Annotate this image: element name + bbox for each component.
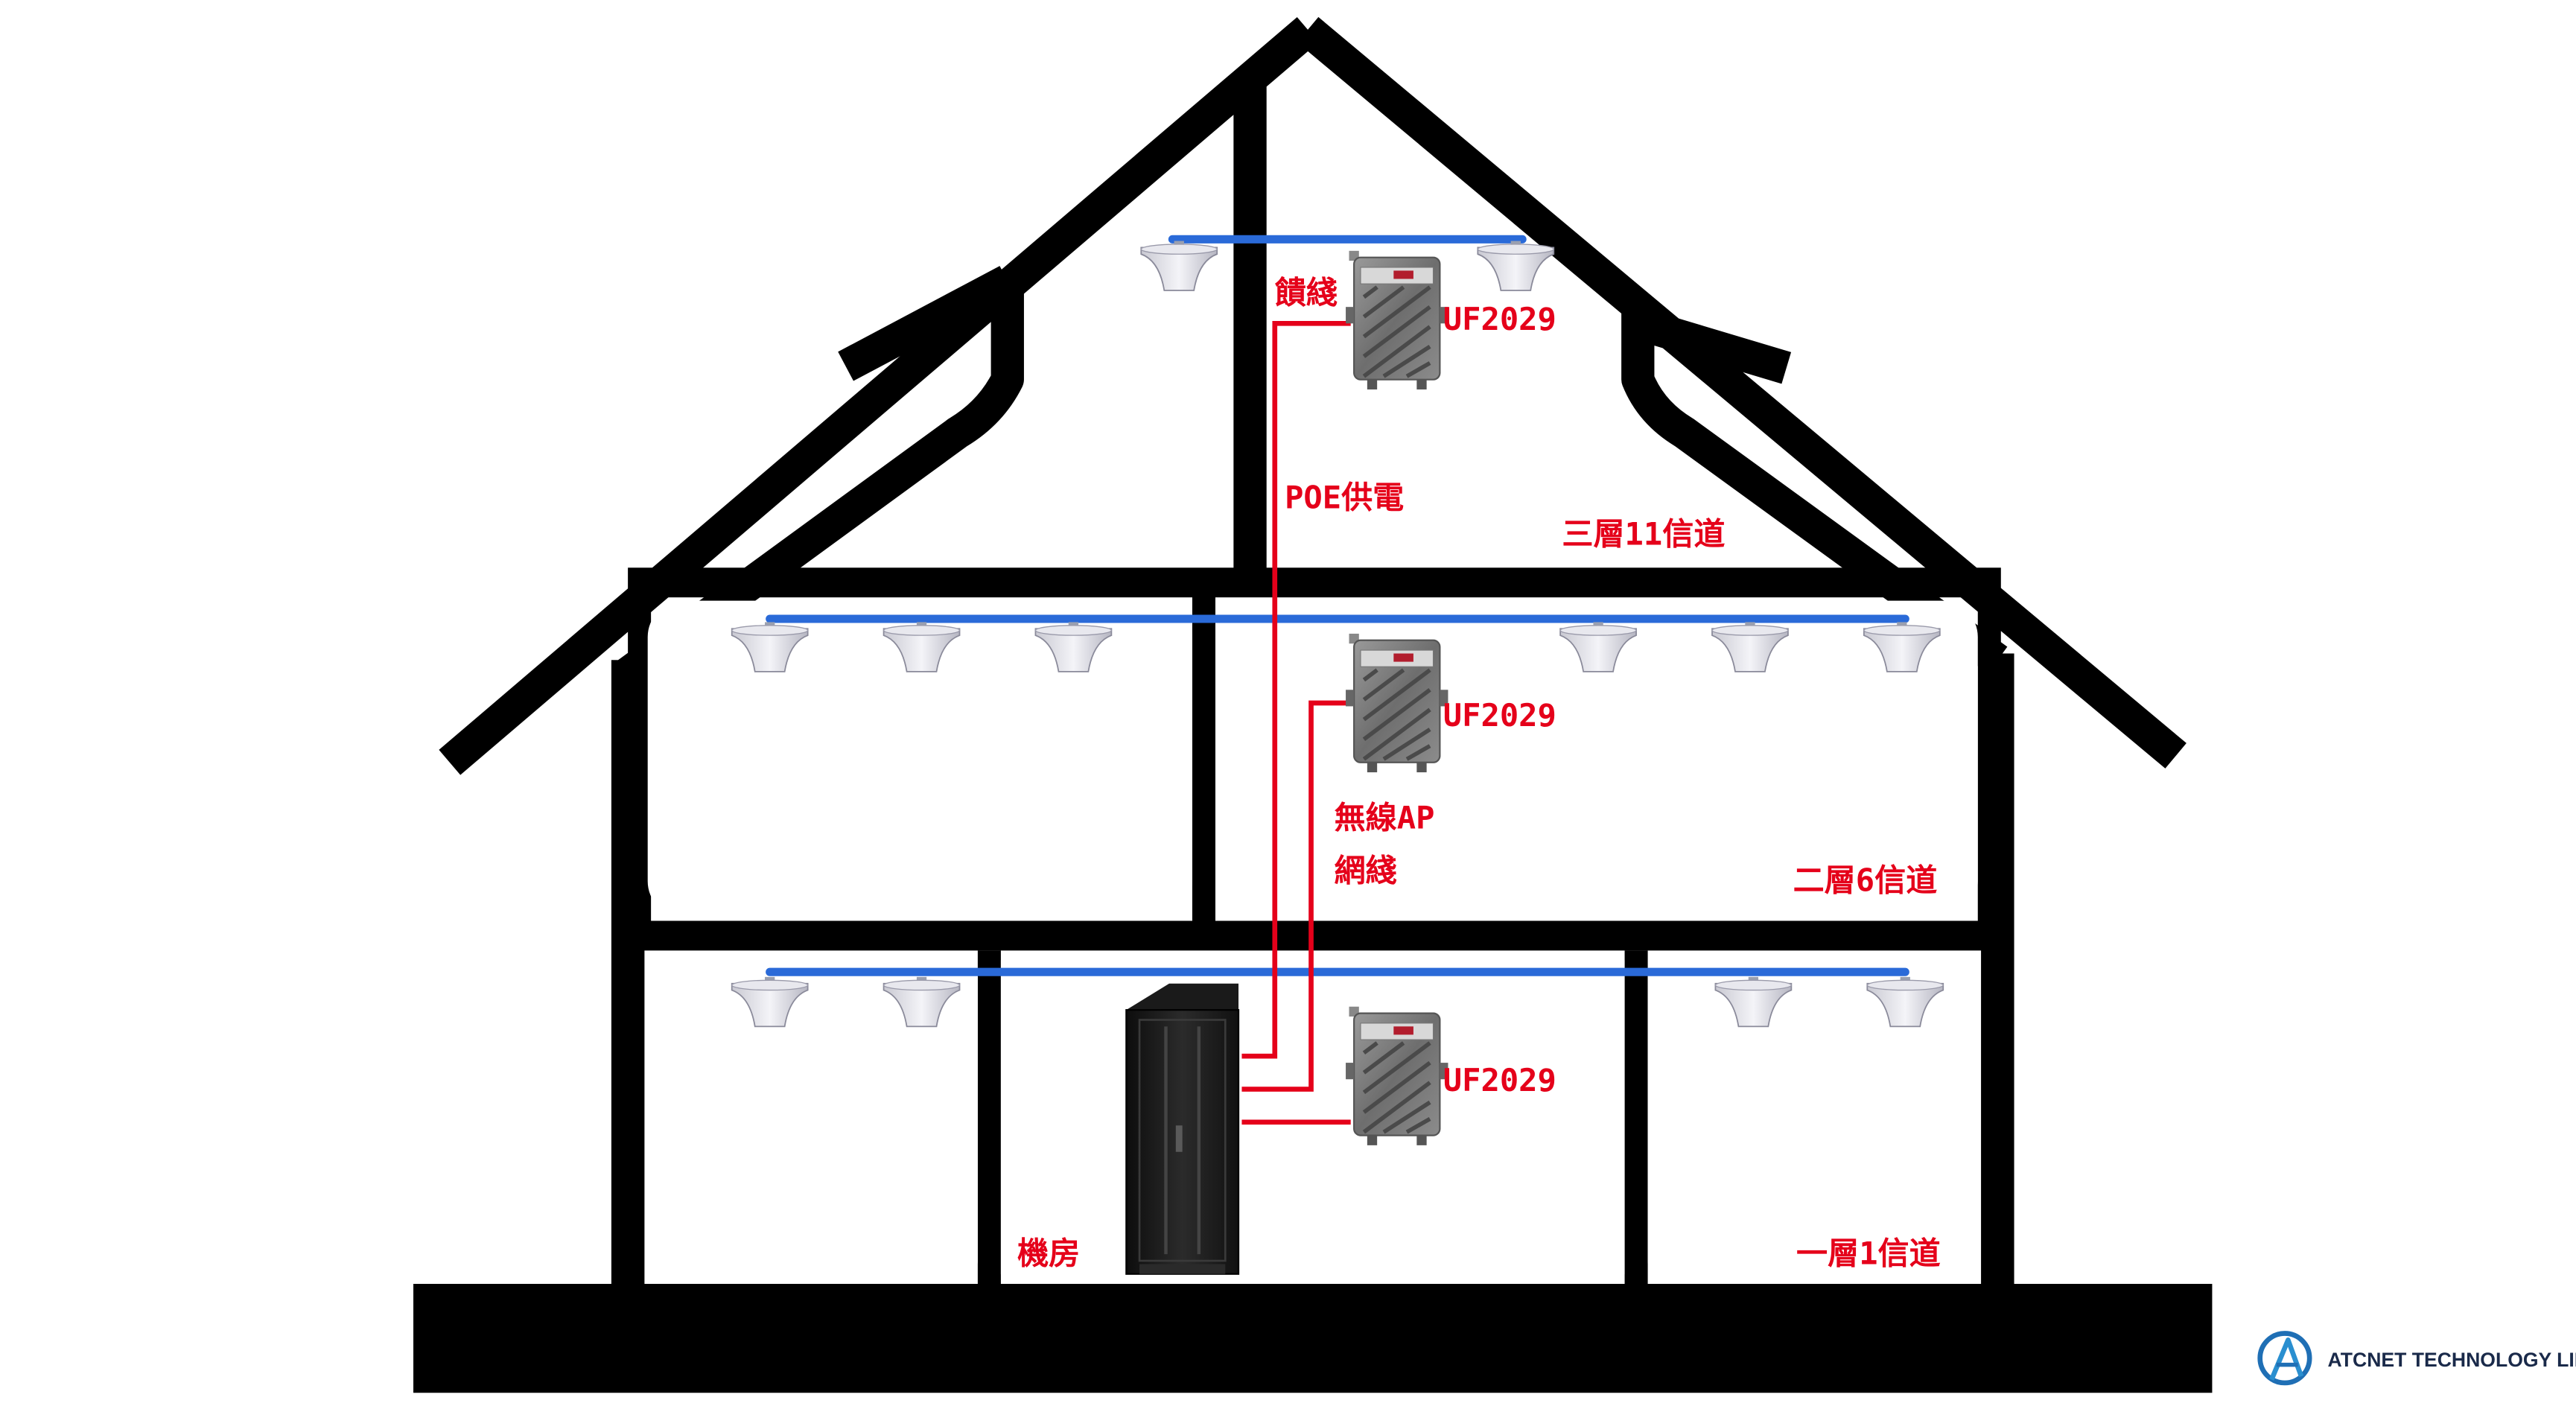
inner-roof-left [618,284,1024,687]
roof-left-outer [439,17,1319,775]
roof-dormer-right [1632,308,1792,384]
first-floor-left-divider [977,950,1001,1288]
second-floor-divider [1192,594,1215,924]
floor2-channel-label: 二層6信道 [1793,862,1938,899]
ground-slab [413,1284,2213,1393]
ap-cable-label-line2: 網綫 [1335,852,1397,888]
red-cables [1241,321,1351,1125]
antennas-3f [1140,240,1555,291]
machine-room-label: 機房 [1017,1235,1080,1271]
floor1-channel-label: 一層1信道 [1796,1235,1941,1271]
feeder-label: 饋綫 [1275,275,1338,311]
feeder-lines [766,235,1909,976]
ceiling-antenna-icon [1140,240,1218,291]
floors [413,567,2213,1393]
roof-right-outer [1297,16,2187,769]
roof-dormer-left [838,266,1016,381]
company-name: ATCNET TECHNOLOGY LIMITED [2328,1349,2576,1371]
first-floor-right-divider [1624,950,1648,1288]
ap-cable-label-line1: 無線AP [1335,799,1435,836]
ap-model-label-middle: UF2029 [1443,697,1556,734]
poe-cable-top [1241,321,1351,1059]
floor3-channel-label: 三層11信道 [1562,515,1725,552]
access-point-bottom [1346,1007,1448,1145]
ap-model-label-top: UF2029 [1443,301,1556,337]
server-rack-icon [1125,983,1240,1275]
poe-label: POE供電 [1285,480,1404,516]
ap-model-label-bottom: UF2029 [1443,1062,1556,1098]
second-floor-slab [628,920,2001,951]
atcnet-logo-icon [2257,1331,2312,1386]
ceiling-antenna-icon [1477,240,1555,291]
access-point-top [1346,251,1448,389]
third-floor-slab [628,567,2001,598]
ap-cable-middle [1241,700,1351,1092]
access-point-middle [1346,634,1448,772]
inner-roof-right [1621,307,2008,674]
